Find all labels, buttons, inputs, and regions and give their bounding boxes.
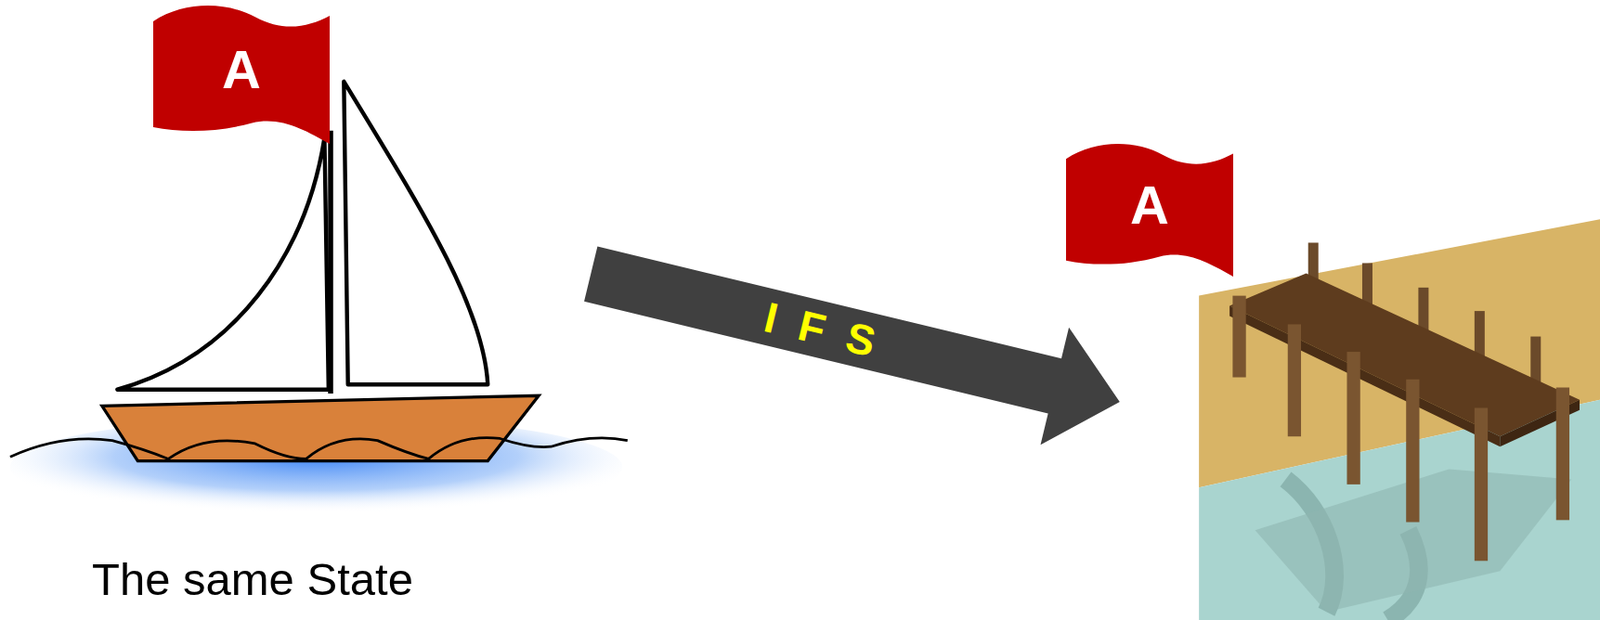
pier-post xyxy=(1474,407,1488,561)
flag-letter: A xyxy=(153,4,330,133)
pier-post xyxy=(1287,324,1301,437)
pier-post xyxy=(1405,379,1419,523)
pier-post xyxy=(1232,296,1246,378)
flag-letter: A xyxy=(1066,143,1234,266)
arrow-box: I F S xyxy=(576,215,1134,461)
pier-deck xyxy=(1229,273,1580,437)
wave-line xyxy=(10,438,628,460)
arrow-shape xyxy=(576,215,1134,461)
mast xyxy=(327,130,333,394)
arrow-label: I F S xyxy=(584,246,1062,414)
water xyxy=(1198,400,1600,620)
pier-deck-edge xyxy=(1229,306,1500,448)
pier-post xyxy=(1556,388,1570,521)
boat-hull xyxy=(102,395,539,461)
flag-box: A xyxy=(153,4,330,144)
pier-post xyxy=(1346,351,1360,485)
flag-box: A xyxy=(1066,143,1234,277)
sail xyxy=(343,81,488,385)
sail xyxy=(117,137,328,390)
caption-label: The same State xyxy=(91,553,414,606)
